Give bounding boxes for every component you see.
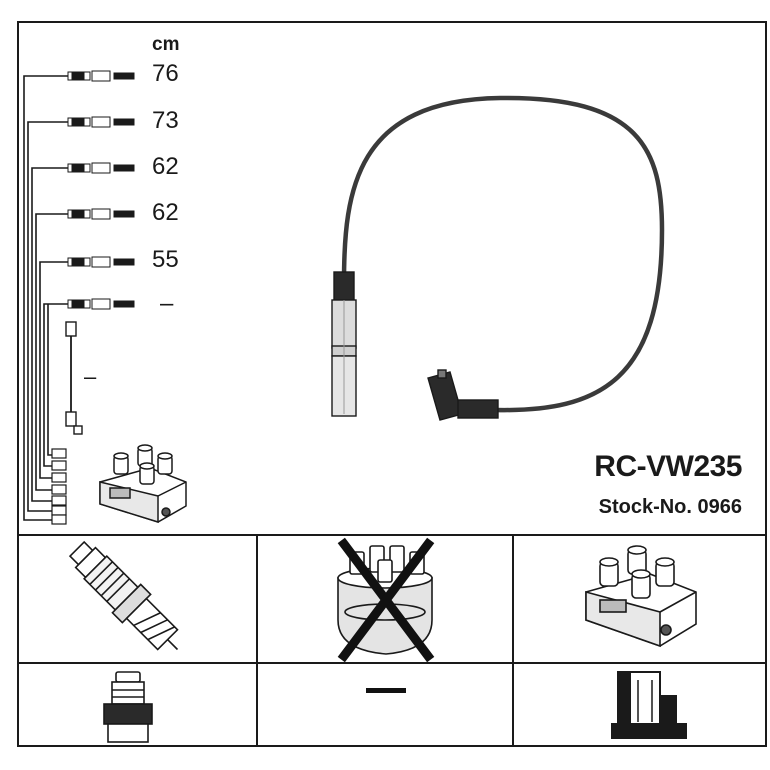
- lead-7: [47, 304, 52, 456]
- ignition-cable: [331, 95, 665, 421]
- not-applicable-dash: [366, 688, 406, 693]
- connector-62a: [67, 162, 135, 174]
- coil-connector-icon: [611, 671, 687, 739]
- unit-label: cm: [152, 34, 180, 55]
- stock-number: Stock-No. 0966: [598, 496, 742, 518]
- angled-boot-connector: [427, 369, 499, 421]
- lead-5: [39, 261, 68, 479]
- ignition-coil-icon: [585, 545, 697, 648]
- length-label-6: –: [160, 290, 174, 317]
- lead-1: [23, 75, 68, 521]
- connector-55: [67, 256, 135, 268]
- connector-76: [67, 70, 135, 82]
- length-label-4: 62: [152, 199, 179, 226]
- lead-4: [35, 213, 68, 491]
- cable-line: [341, 95, 665, 413]
- not-included-cross-icon: [337, 537, 435, 663]
- connector-62b: [67, 208, 135, 220]
- plug-boot-connector: [331, 271, 357, 417]
- plug-connector-icon: [103, 671, 153, 743]
- connector-none: [67, 298, 135, 310]
- short-lead-marker: –: [84, 364, 97, 389]
- connector-73: [67, 116, 135, 128]
- model-number: RC-VW235: [594, 450, 742, 483]
- spark-plug-icon: [68, 540, 179, 651]
- lead-6: [43, 303, 68, 467]
- small-coil-icon: [99, 444, 187, 524]
- short-lead: [65, 321, 83, 435]
- lead-3: [31, 167, 68, 502]
- length-label-2: 73: [152, 107, 179, 134]
- lead-set-diagram: [23, 75, 68, 521]
- terminal-stubs: [51, 448, 67, 525]
- outer-frame: [17, 21, 767, 747]
- lead-connectors: [67, 70, 135, 310]
- length-label-1: 76: [152, 60, 179, 87]
- length-label-5: 55: [152, 246, 179, 273]
- lead-2: [27, 121, 68, 512]
- length-label-3: 62: [152, 153, 179, 180]
